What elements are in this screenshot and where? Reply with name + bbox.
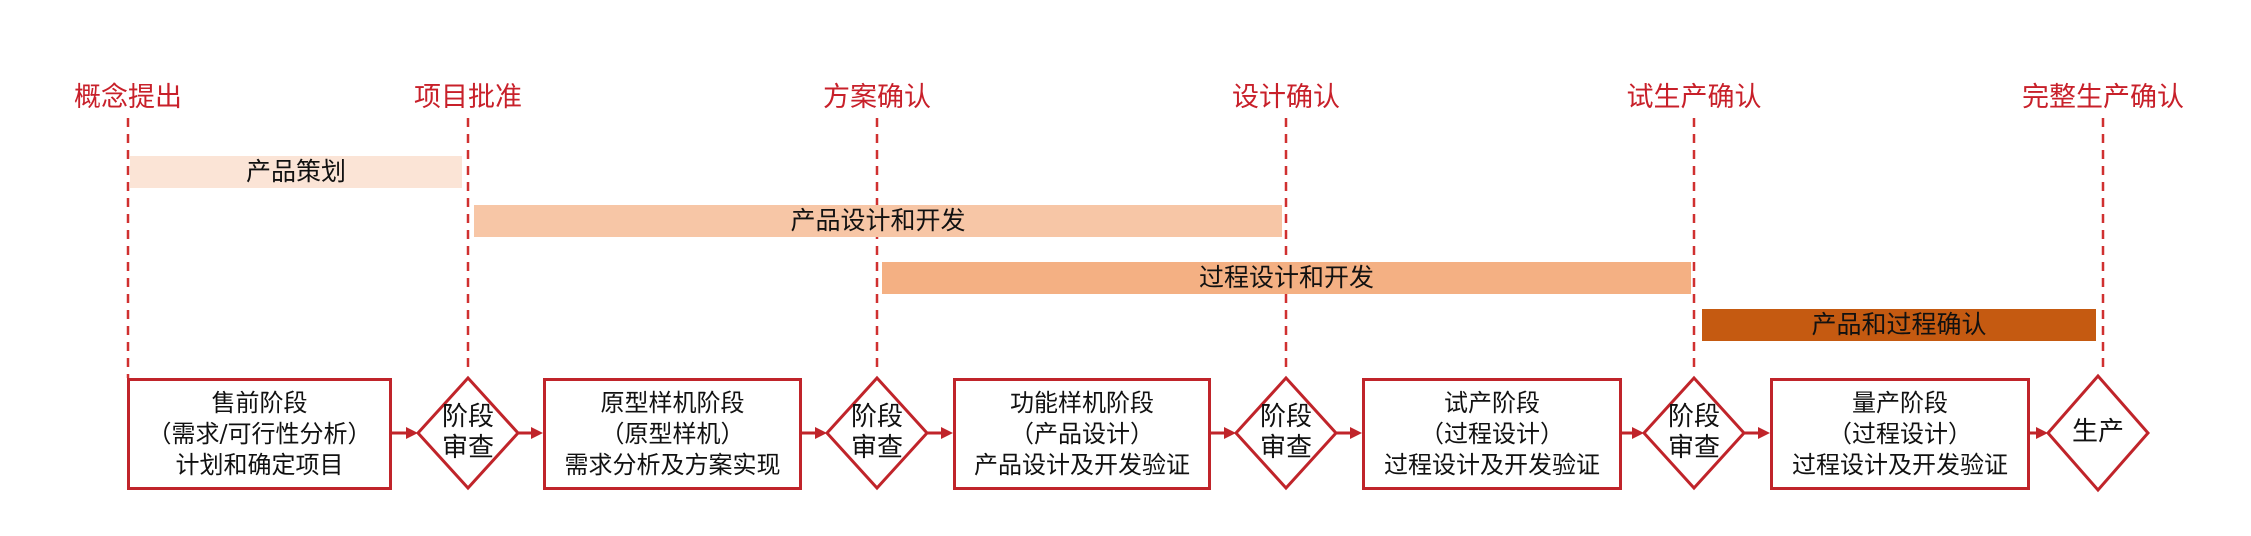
flow-arrows (392, 427, 2048, 439)
stage-title: 功能样机阶段 (1010, 388, 1154, 417)
milestone-project-approval: 项目批准 (414, 82, 522, 113)
phase-bar-process-design: 过程设计和开发 (882, 262, 1691, 294)
stage-title: 原型样机阶段 (600, 388, 745, 417)
phase-bar-product-design: 产品设计和开发 (474, 205, 1282, 237)
stage-title: 量产阶段 (1852, 388, 1948, 417)
gate-label-3: 阶段 审查 (1246, 402, 1326, 464)
stage-box-presales: 售前阶段 （需求/可行性分析） 计划和确定项目 (127, 378, 392, 490)
gate-line-1: 阶段 (850, 402, 903, 432)
gate-label-4: 阶段 审查 (1654, 402, 1734, 464)
stage-title: 售前阶段 (211, 388, 308, 417)
final-diamond (2046, 373, 2150, 493)
gate-line-2: 审查 (1259, 433, 1312, 463)
phase-bar-validation: 产品和过程确认 (1702, 309, 2096, 341)
gate-line-1: 阶段 (1667, 402, 1720, 432)
gate-label-2: 阶段 审查 (837, 402, 917, 464)
stage-subtitle: （过程设计） (1828, 419, 1972, 448)
milestone-plan-confirm: 方案确认 (823, 82, 931, 113)
milestone-production-confirm: 完整生产确认 (2022, 82, 2184, 113)
gate-line-2: 审查 (1667, 433, 1720, 463)
stage-subtitle: （原型样机） (600, 419, 745, 448)
gate-line-2: 审查 (441, 433, 494, 463)
stage-subtitle: （过程设计） (1420, 419, 1564, 448)
stage-box-functional: 功能样机阶段 （产品设计） 产品设计及开发验证 (953, 378, 1211, 490)
stage-description: 产品设计及开发验证 (974, 450, 1190, 479)
stage-box-trial: 试产阶段 （过程设计） 过程设计及开发验证 (1362, 378, 1622, 490)
milestone-concept: 概念提出 (74, 82, 182, 113)
phase-bar-planning: 产品策划 (130, 156, 462, 188)
stage-description: 计划和确定项目 (175, 450, 344, 479)
stage-description: 过程设计及开发验证 (1384, 450, 1600, 479)
milestone-design-confirm: 设计确认 (1232, 82, 1340, 113)
stage-title: 试产阶段 (1444, 388, 1540, 417)
stage-subtitle: （需求/可行性分析） (147, 419, 372, 448)
gate-line-2: 审查 (850, 433, 903, 463)
milestone-trial-confirm: 试生产确认 (1626, 82, 1762, 113)
gate-diamond-2 (824, 375, 930, 491)
stage-box-prototype: 原型样机阶段 （原型样机） 需求分析及方案实现 (543, 378, 802, 490)
stage-description: 过程设计及开发验证 (1792, 450, 2008, 479)
stage-box-mass-production: 量产阶段 （过程设计） 过程设计及开发验证 (1770, 378, 2030, 490)
gate-line-1: 阶段 (1259, 402, 1312, 432)
gate-label-1: 阶段 审查 (428, 402, 508, 464)
stage-description: 需求分析及方案实现 (564, 450, 781, 479)
gate-diamond-4 (1641, 375, 1747, 491)
gate-line-1: 阶段 (441, 402, 494, 432)
gate-diamond-1 (415, 375, 521, 491)
gate-diamond-3 (1233, 375, 1339, 491)
final-label: 生产 (2071, 417, 2124, 447)
stage-subtitle: （产品设计） (1010, 419, 1154, 448)
